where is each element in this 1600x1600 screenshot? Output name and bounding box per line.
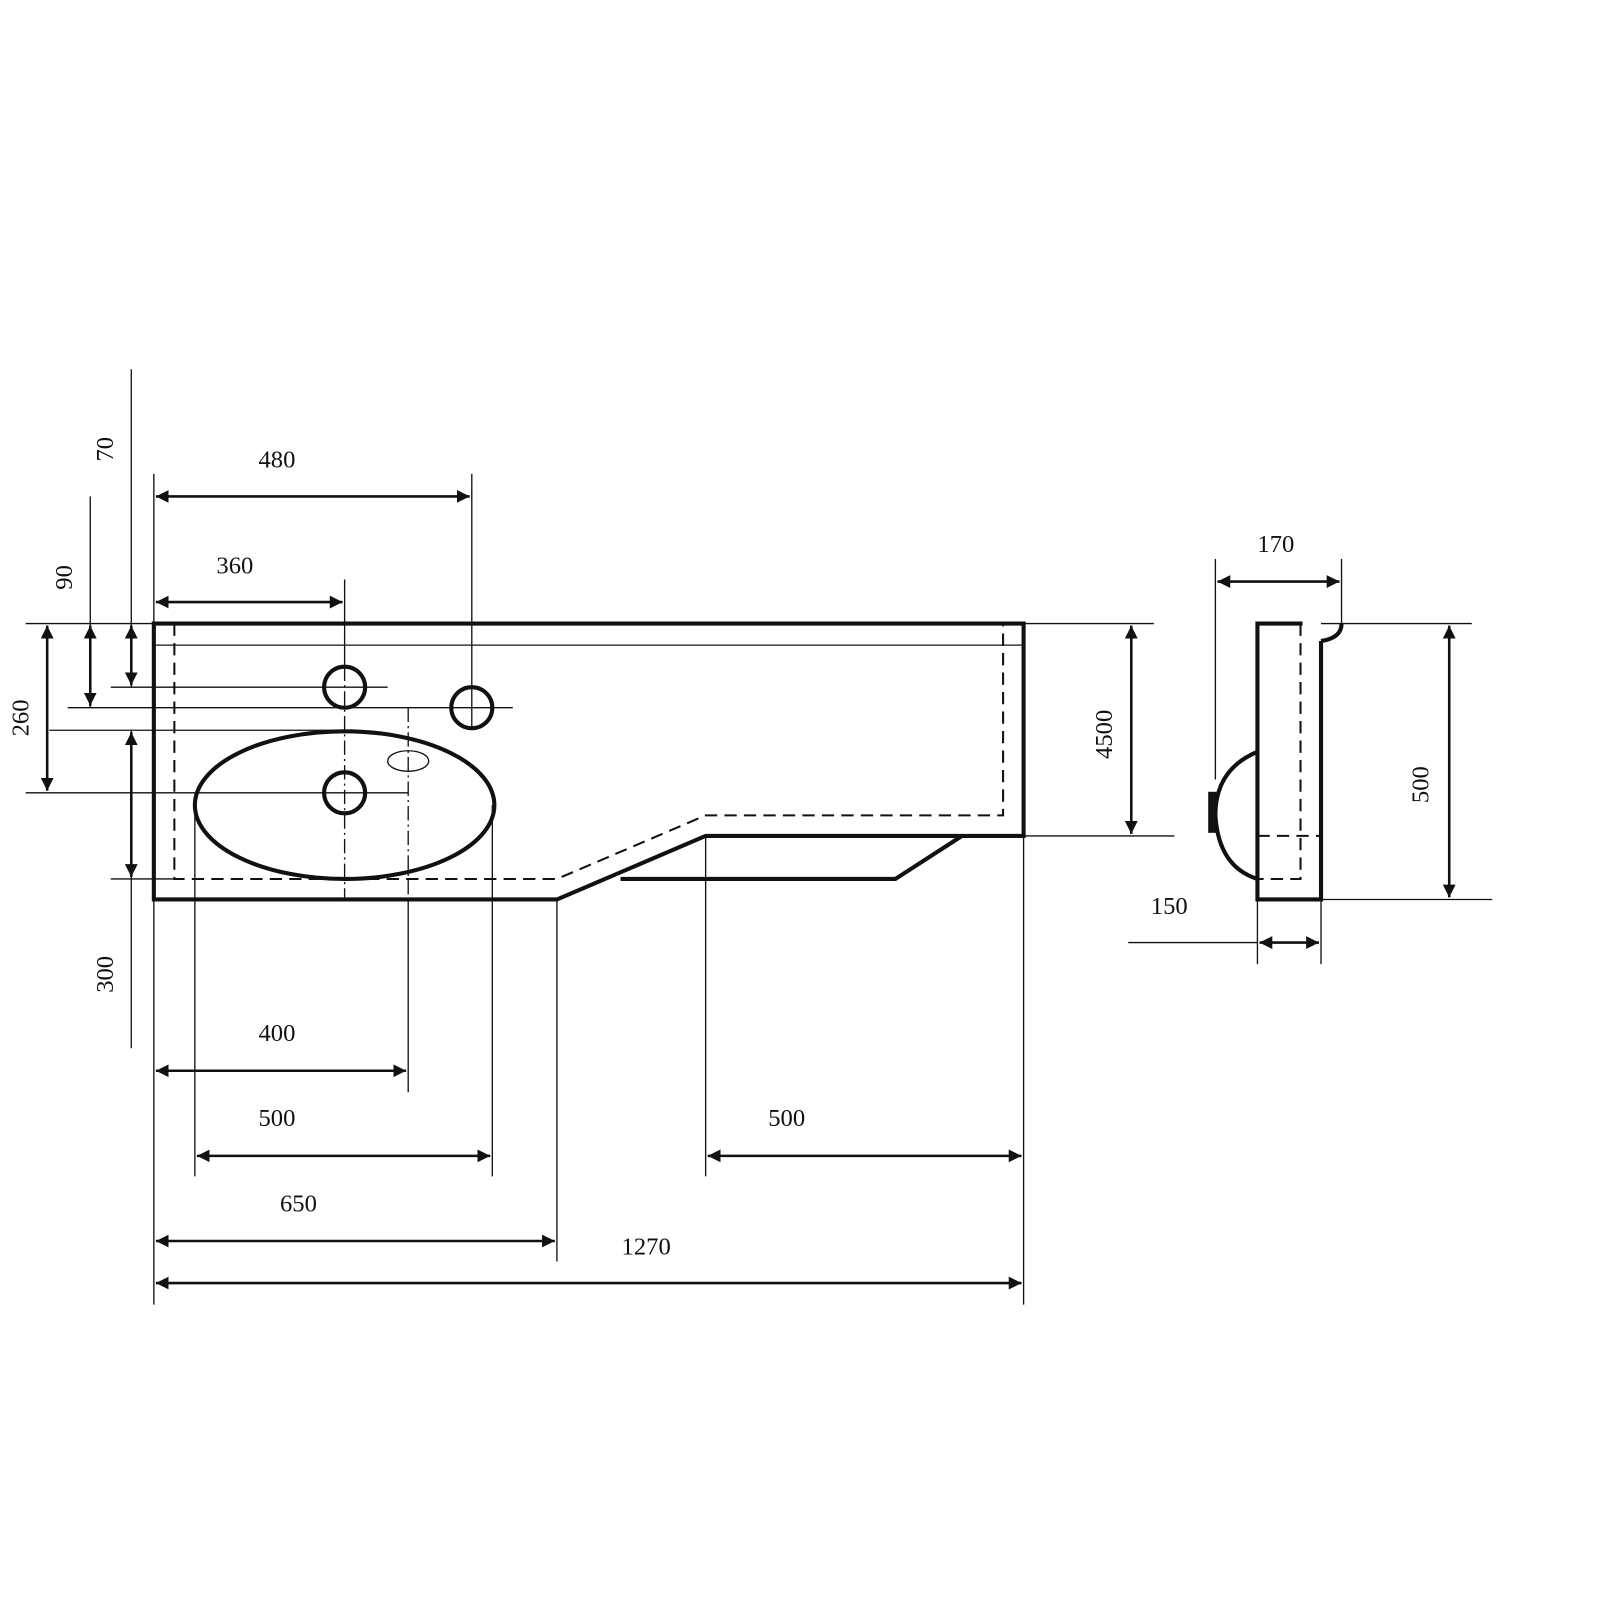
side-dim-150-label: 150 [1151, 893, 1188, 920]
hidden-inner-outline [173, 623, 1005, 880]
side-profile [1255, 621, 1324, 902]
countertop-outline [151, 621, 1026, 902]
dim-500-basin-label: 500 [258, 1105, 295, 1132]
lower-shelf [620, 834, 964, 882]
dim-480-label: 480 [258, 447, 295, 474]
top-view [151, 621, 1026, 902]
extension-lines [25, 369, 1175, 1305]
dim-400-label: 400 [258, 1020, 295, 1047]
dimension-arrows [40, 489, 1138, 1290]
dim-260-label: 260 [8, 699, 35, 736]
dim-90-label: 90 [51, 565, 78, 590]
drain-fitting [1208, 791, 1217, 833]
bowl-profile [1213, 749, 1259, 881]
side-hidden-lines [1257, 623, 1302, 880]
dim-500-right-label: 500 [768, 1105, 805, 1132]
side-dim-170-label: 170 [1257, 531, 1294, 558]
dim-1270-label: 1270 [622, 1233, 671, 1260]
side-view [1128, 558, 1493, 965]
side-dim-500-label: 500 [1408, 766, 1435, 803]
dim-360-label: 360 [216, 552, 253, 579]
dim-300-label: 300 [92, 956, 119, 993]
dim-70-label: 70 [92, 437, 119, 462]
dim-4500-label: 4500 [1091, 710, 1118, 759]
dim-650-label: 650 [280, 1190, 317, 1217]
lip-hook [1320, 623, 1344, 644]
